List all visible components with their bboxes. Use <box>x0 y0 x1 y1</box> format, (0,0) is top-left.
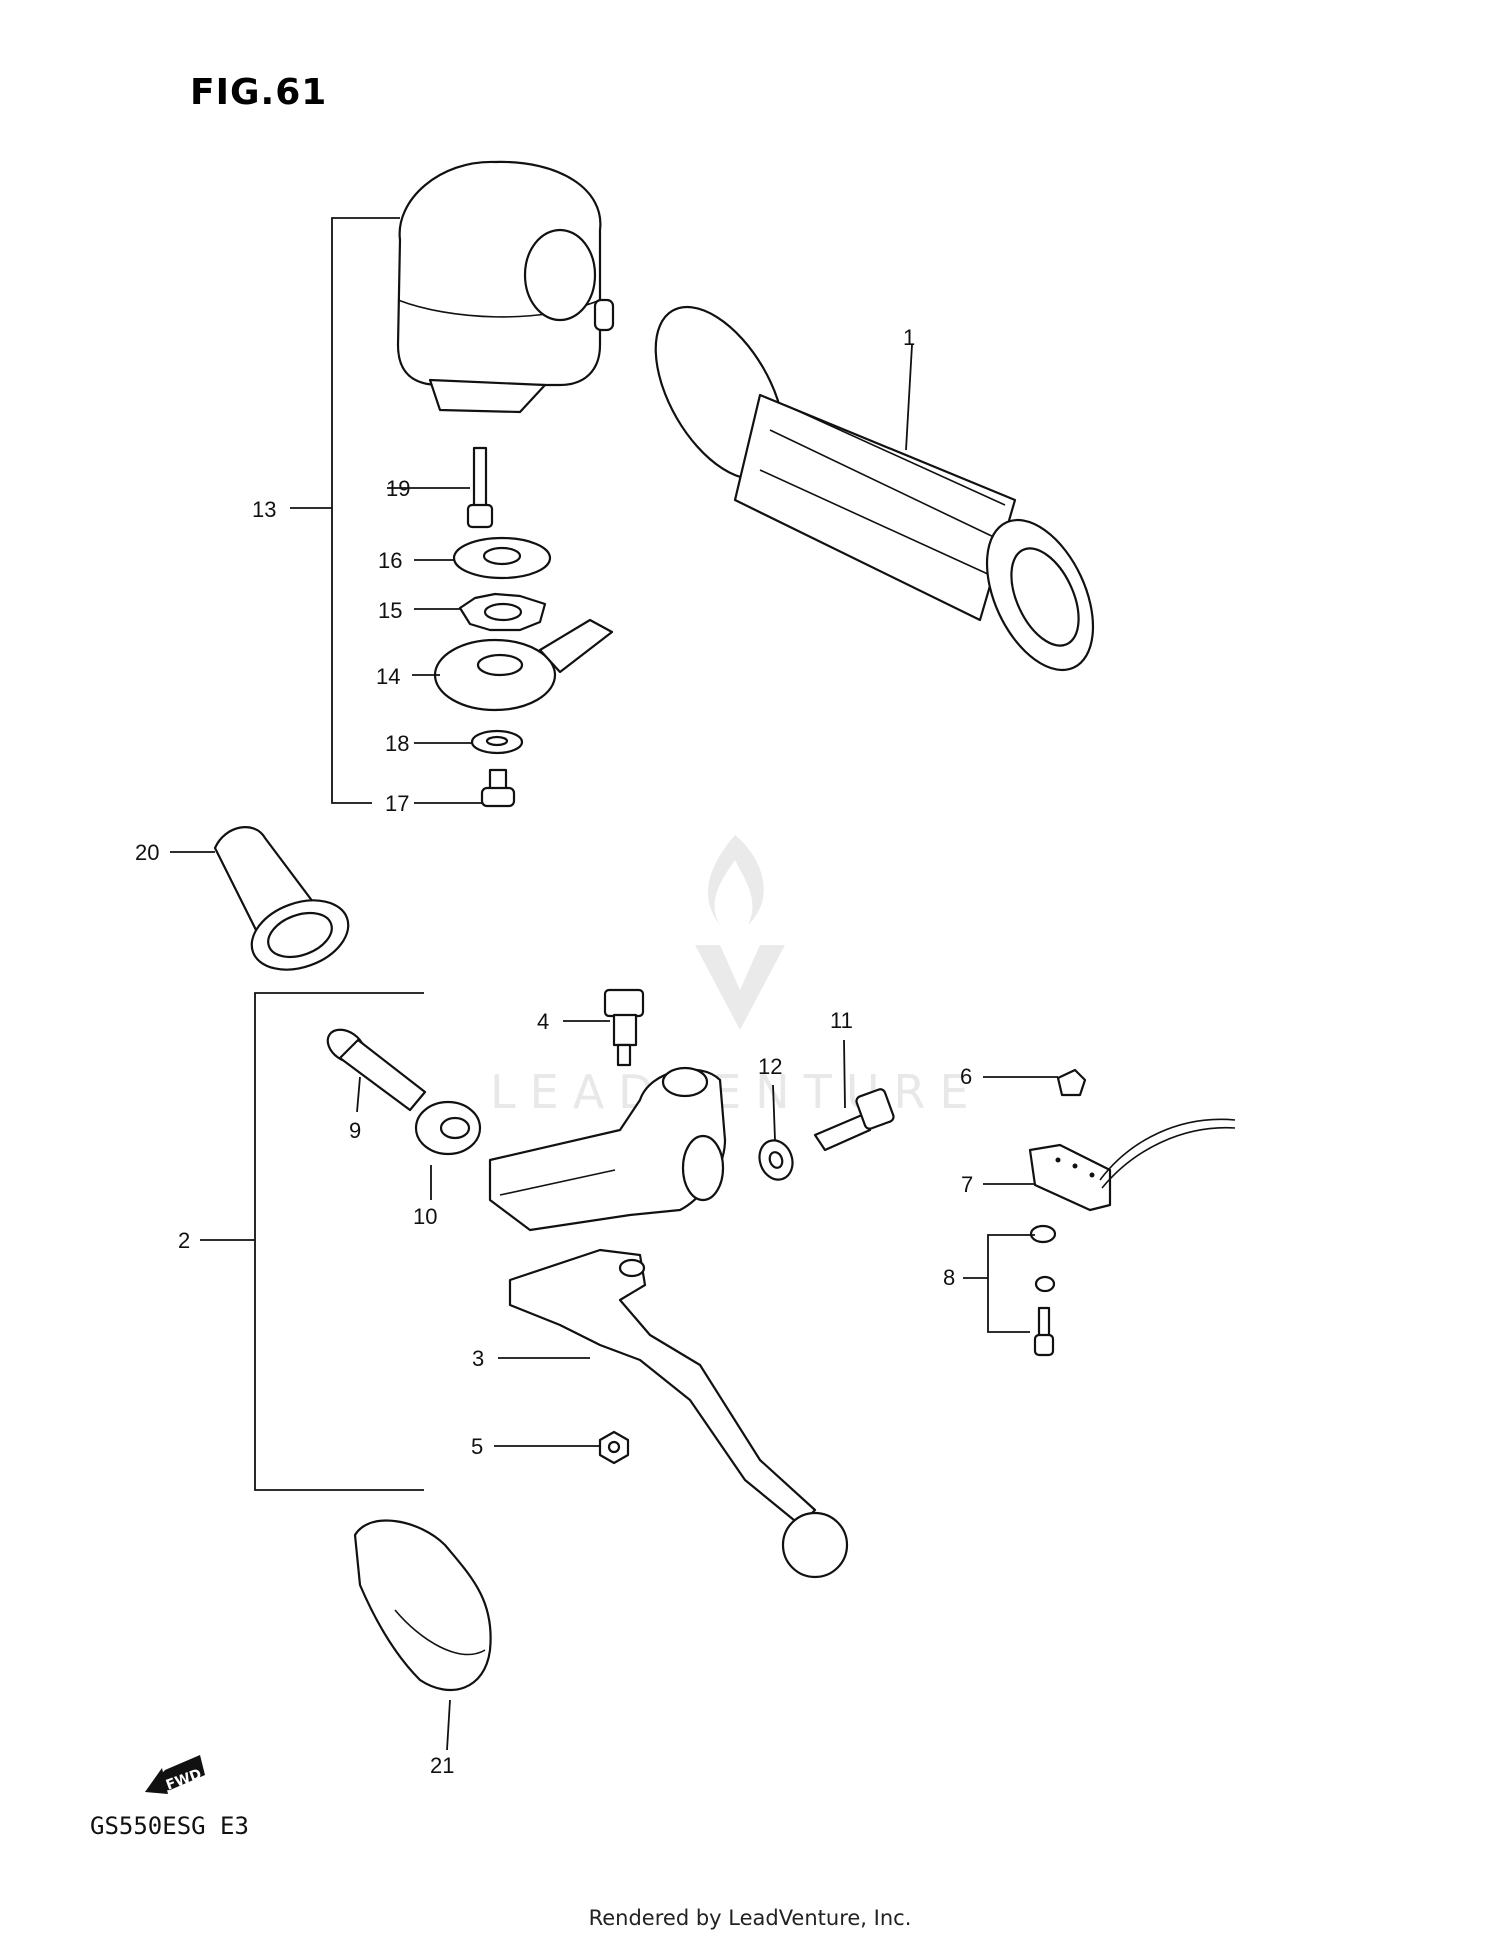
callout-2: 2 <box>178 1228 190 1253</box>
part-17-screw <box>480 768 516 808</box>
part-15-lock-washer <box>458 592 547 632</box>
watermark-text: LEADVENTURE <box>490 1065 983 1119</box>
part-19-screw <box>466 446 494 529</box>
callout-18: 18 <box>385 731 409 756</box>
part-12-washer <box>758 1139 794 1181</box>
callout-1: 1 <box>903 325 915 350</box>
callout-9: 9 <box>349 1118 361 1143</box>
callout-15: 15 <box>378 598 402 623</box>
callout-4: 4 <box>537 1009 549 1034</box>
part-1-handlebar-grip <box>654 305 1095 672</box>
part-4-bolt <box>603 988 645 1067</box>
callout-7: 7 <box>961 1172 973 1197</box>
callout-3: 3 <box>472 1346 484 1371</box>
part-7-clutch-switch <box>1028 1118 1236 1212</box>
watermark: LEADVENTURE <box>490 835 983 1119</box>
callout-5: 5 <box>471 1434 483 1459</box>
callout-14: 14 <box>376 664 400 689</box>
callout-17: 17 <box>385 791 409 816</box>
model-code: GS550ESG E3 <box>90 1812 249 1840</box>
fwd-direction-marker: FWD <box>145 1755 205 1794</box>
part-13-switch-housing <box>396 160 615 414</box>
part-20-cap <box>213 826 350 971</box>
callout-20: 20 <box>135 840 159 865</box>
callout-13: 13 <box>252 497 276 522</box>
part-11-bolt <box>813 1088 895 1152</box>
part-5-nut <box>598 1430 630 1465</box>
callout-16: 16 <box>378 548 402 573</box>
callout-12: 12 <box>758 1054 782 1079</box>
part-8-screw-set <box>1029 1224 1057 1357</box>
part-10-locknut <box>414 1100 482 1156</box>
part-18-washer <box>470 729 524 755</box>
figure-title: FIG.61 <box>190 72 328 113</box>
callout-8: 8 <box>943 1265 955 1290</box>
part-6-clip <box>1056 1068 1087 1097</box>
part-3-clutch-lever <box>508 1248 849 1579</box>
callout-10: 10 <box>413 1204 437 1229</box>
part-2-lever-holder <box>488 1066 727 1232</box>
footer-credit: Rendered by LeadVenture, Inc. <box>588 1906 912 1930</box>
part-14-lever-plate <box>433 618 614 712</box>
part-21-lever-boot <box>353 1519 492 1692</box>
part-9-adjuster-bolt <box>326 1028 427 1112</box>
part-16-washer <box>452 536 552 580</box>
callout-11: 11 <box>830 1008 853 1033</box>
callout-19: 19 <box>386 476 410 501</box>
callout-21: 21 <box>430 1753 454 1778</box>
callout-6: 6 <box>960 1064 972 1089</box>
